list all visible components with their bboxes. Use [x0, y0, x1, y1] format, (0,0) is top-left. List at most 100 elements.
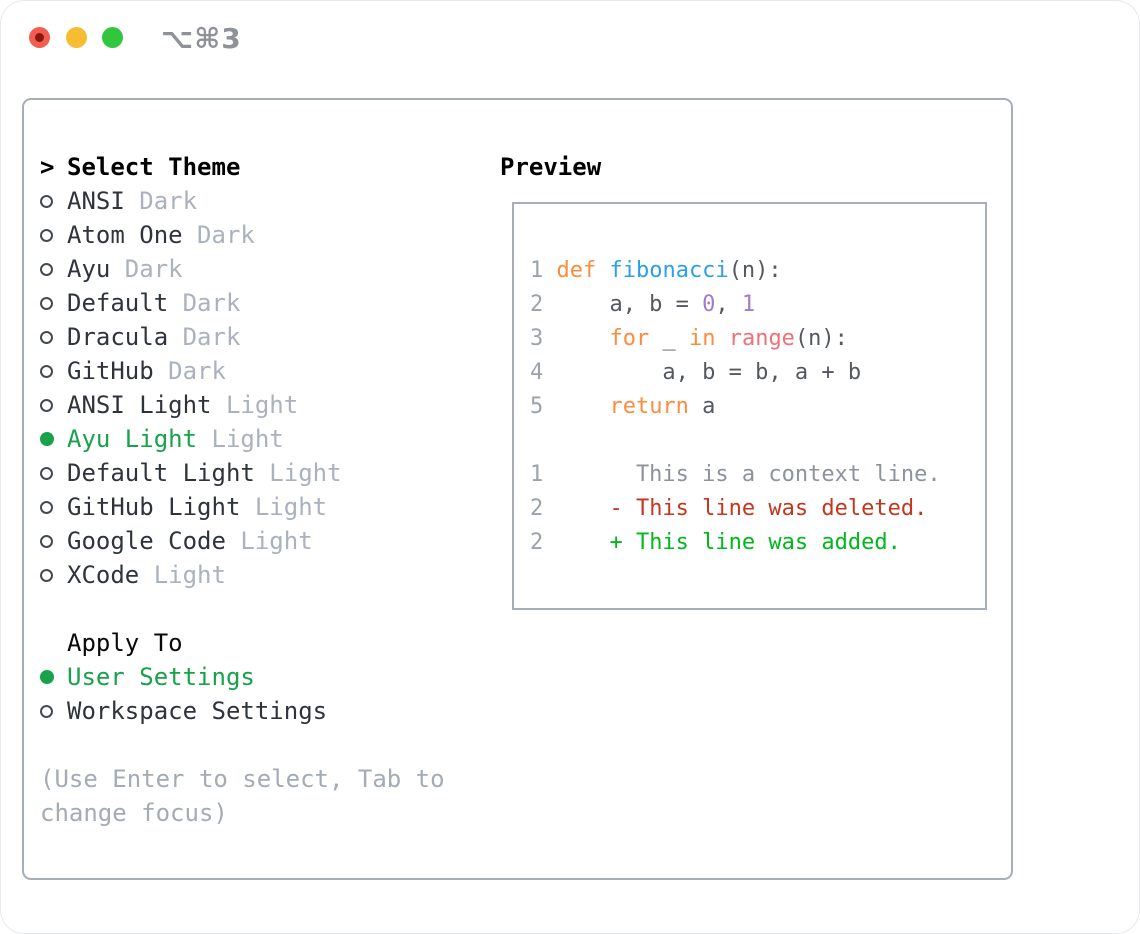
theme-option-github-light[interactable]: GitHub Light Light	[40, 490, 485, 524]
code-line: 1 This is a context line.	[530, 458, 985, 492]
theme-name: XCode	[67, 561, 140, 589]
theme-name: Dracula	[67, 323, 169, 351]
radio-icon	[40, 364, 67, 378]
code-line: 3 for _ in range(n):	[530, 322, 985, 356]
theme-option-dracula[interactable]: Dracula Dark	[40, 320, 485, 354]
code-token: range	[728, 326, 795, 351]
code-token: 1	[741, 292, 756, 317]
code-line: 2 - This line was deleted.	[530, 492, 985, 526]
theme-variant: Dark	[153, 357, 226, 385]
radio-circle	[40, 262, 53, 276]
radio-circle	[40, 534, 53, 548]
theme-option-github[interactable]: GitHub Dark	[40, 354, 485, 388]
theme-variant: Light	[240, 493, 328, 521]
theme-variant: Light	[197, 425, 284, 453]
theme-name: Ayu Light	[67, 425, 198, 453]
code-line: 4 a, b = b, a + b	[530, 356, 985, 390]
theme-name: Default Light	[67, 459, 255, 487]
radio-icon	[40, 534, 67, 548]
titlebar: ⌥⌘3	[0, 0, 1140, 97]
code-token: a, b = b, a + b	[556, 360, 862, 385]
apply-option-label: Workspace Settings	[67, 697, 328, 725]
code-line: 1 def fibonacci(n):	[530, 254, 985, 288]
theme-option-atom-one[interactable]: Atom One Dark	[40, 218, 485, 252]
theme-name: Atom One	[67, 221, 183, 249]
theme-name: GitHub	[67, 357, 154, 385]
code-token	[556, 394, 609, 419]
line-number: 3	[530, 326, 544, 351]
radio-icon	[40, 330, 67, 344]
radio-circle	[40, 432, 54, 446]
code-token: This is a context line.	[556, 462, 941, 487]
preview-title: Preview	[500, 153, 602, 181]
radio-circle	[40, 466, 53, 480]
apply-option-workspace-settings[interactable]: Workspace Settings	[40, 694, 485, 728]
minimize-button[interactable]	[66, 27, 87, 48]
theme-name: Ayu	[67, 255, 111, 283]
code-token: (n):	[728, 258, 782, 283]
code-line	[530, 424, 985, 458]
code-token: (n):	[794, 326, 848, 351]
theme-option-default-light[interactable]: Default Light Light	[40, 456, 485, 490]
hint-line-1: (Use Enter to select, Tab to	[40, 765, 445, 793]
code-line: 2 + This line was added.	[530, 526, 985, 560]
radio-circle	[40, 704, 53, 718]
radio-icon	[40, 228, 67, 242]
line-number: 2	[530, 496, 544, 521]
radio-circle	[40, 670, 54, 684]
radio-icon	[40, 466, 67, 480]
radio-selected-icon	[40, 670, 67, 684]
radio-circle	[40, 194, 53, 208]
zoom-button[interactable]	[102, 27, 123, 48]
radio-circle	[40, 568, 53, 582]
line-number: 2	[530, 292, 544, 317]
code-token	[556, 496, 609, 521]
code-token	[715, 326, 728, 351]
code-token: ,	[715, 292, 742, 317]
theme-option-ansi-light[interactable]: ANSI Light Light	[40, 388, 485, 422]
theme-option-ayu[interactable]: Ayu Dark	[40, 252, 485, 286]
code-token: _	[649, 326, 689, 351]
caret-icon: >	[40, 153, 55, 181]
code-token	[596, 258, 609, 283]
theme-list-title: Select Theme	[67, 153, 241, 181]
theme-name: Default	[67, 289, 169, 317]
code-token: fibonacci	[609, 258, 729, 283]
apply-to-title: Apply To	[67, 629, 183, 657]
code-token: 0	[702, 292, 716, 317]
theme-variant: Dark	[182, 221, 255, 249]
apply-option-user-settings[interactable]: User Settings	[40, 660, 485, 694]
close-button[interactable]	[29, 27, 50, 48]
line-number: 2	[530, 530, 544, 555]
spacer	[40, 728, 485, 762]
theme-variant: Light	[225, 527, 313, 555]
line-number: 5	[530, 394, 544, 419]
radio-icon	[40, 704, 67, 718]
theme-option-google-code[interactable]: Google Code Light	[40, 524, 485, 558]
spacer	[40, 592, 485, 626]
code-token: - This line was deleted.	[609, 496, 928, 521]
theme-option-xcode[interactable]: XCode Light	[40, 558, 485, 592]
theme-variant: Dark	[110, 255, 183, 283]
line-number: 1	[530, 462, 544, 487]
radio-circle	[40, 330, 53, 344]
theme-option-default[interactable]: Default Dark	[40, 286, 485, 320]
theme-option-ansi[interactable]: ANSI Dark	[40, 184, 485, 218]
theme-name: GitHub Light	[67, 493, 241, 521]
theme-name: Google Code	[67, 527, 226, 555]
theme-name: ANSI	[67, 187, 125, 215]
code-line: 5 return a	[530, 390, 985, 424]
radio-icon	[40, 568, 67, 582]
code-token: def	[556, 258, 597, 283]
radio-icon	[40, 500, 67, 514]
theme-option-ayu-light[interactable]: Ayu Light Light	[40, 422, 485, 456]
code-line: 2 a, b = 0, 1	[530, 288, 985, 322]
line-number: 4	[530, 360, 544, 385]
line-number: 1	[530, 258, 544, 283]
theme-variant: Light	[254, 459, 342, 487]
